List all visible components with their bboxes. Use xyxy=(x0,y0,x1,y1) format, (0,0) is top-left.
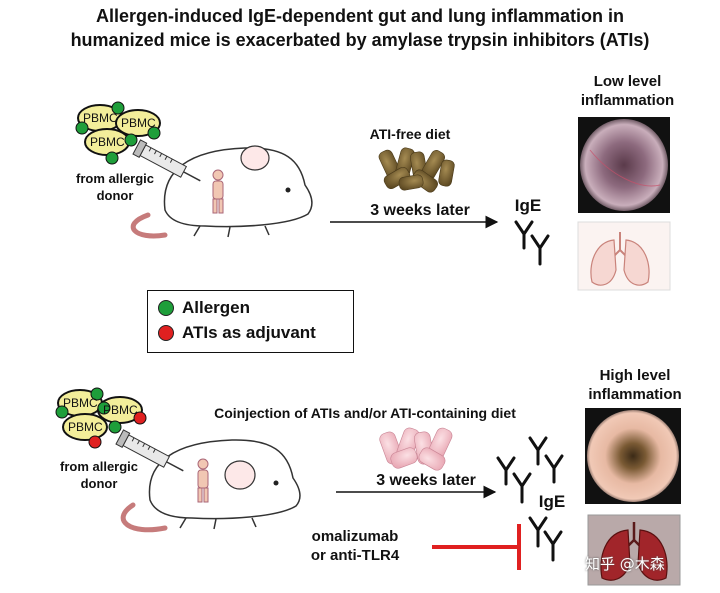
title-line-2: humanized mice is exacerbated by amylase… xyxy=(70,30,650,50)
title-line-1: Allergen-induced IgE-dependent gut and l… xyxy=(96,6,624,26)
outcome-bottom-line1: High level xyxy=(599,367,671,384)
donor-label-top-line1: from allergic xyxy=(75,171,155,186)
legend-item-atis: ATIs as adjuvant xyxy=(158,323,316,343)
pbmc-label-top-3: PBMC xyxy=(90,135,125,149)
ige-antibodies-bottom xyxy=(496,436,564,562)
pbmc-cluster-bottom xyxy=(55,387,147,449)
human-figure-bottom xyxy=(197,458,209,503)
allergen-dot-icon xyxy=(158,300,174,316)
pbmc-label-top-2: PBMC xyxy=(121,116,156,130)
treatment-line1: omalizumab xyxy=(311,528,399,545)
outcome-top-line1: Low level xyxy=(593,73,662,90)
pbmc-cluster-top xyxy=(75,101,161,165)
time-label-bottom: 3 weeks later xyxy=(376,472,476,489)
ige-label-bottom: IgE xyxy=(538,492,566,511)
time-label-top: 3 weeks later xyxy=(370,202,470,219)
pbmc-label-bottom-3: PBMC xyxy=(68,420,103,434)
outcome-label-bottom: High level inflammation xyxy=(565,366,705,404)
treatment-line2: or anti-TLR4 xyxy=(310,547,400,564)
outcome-bottom-line2: inflammation xyxy=(588,386,682,403)
endoscopy-low-image xyxy=(578,117,670,213)
syringe-top xyxy=(132,139,201,182)
donor-label-top: from allergic donor xyxy=(60,170,170,204)
ige-antibody-top xyxy=(514,220,550,266)
outcome-top-line2: inflammation xyxy=(580,92,675,109)
legend: Allergen ATIs as adjuvant xyxy=(147,290,354,353)
ati-dot-icon xyxy=(158,325,174,341)
endoscopy-high-image xyxy=(585,408,681,504)
lungs-high-image xyxy=(587,514,681,586)
donor-label-bottom-line2: donor xyxy=(80,476,118,491)
ati-free-pellets xyxy=(378,147,455,193)
lungs-low-image xyxy=(577,221,671,291)
mouse-top xyxy=(130,145,313,239)
diet-label-top: ATI-free diet xyxy=(369,126,451,142)
figure-title: Allergen-induced IgE-dependent gut and l… xyxy=(0,4,720,52)
legend-item-allergen: Allergen xyxy=(158,298,250,318)
syringe-bottom xyxy=(115,429,184,472)
treatment-label: omalizumab or anti-TLR4 xyxy=(285,527,425,565)
legend-label-atis: ATIs as adjuvant xyxy=(182,323,316,342)
diet-label-bottom: Coinjection of ATIs and/or ATI-containin… xyxy=(214,405,516,421)
mouse-bottom xyxy=(120,439,301,533)
pbmc-label-bottom-2: PBMC xyxy=(103,403,138,417)
donor-label-bottom-line1: from allergic xyxy=(59,459,139,474)
human-figure-top xyxy=(212,169,224,214)
legend-label-allergen: Allergen xyxy=(182,298,251,317)
outcome-label-top: Low level inflammation xyxy=(560,72,695,110)
ige-label-top: IgE xyxy=(514,196,542,215)
donor-label-top-line2: donor xyxy=(96,188,134,203)
ati-containing-pellets xyxy=(379,427,453,471)
donor-label-bottom: from allergic donor xyxy=(44,458,154,492)
pbmc-label-bottom-1: PBMC xyxy=(63,396,98,410)
watermark: 知乎 @木森 xyxy=(585,555,665,573)
inhibition-line xyxy=(432,524,521,570)
pbmc-label-top-1: PBMC xyxy=(83,111,118,125)
